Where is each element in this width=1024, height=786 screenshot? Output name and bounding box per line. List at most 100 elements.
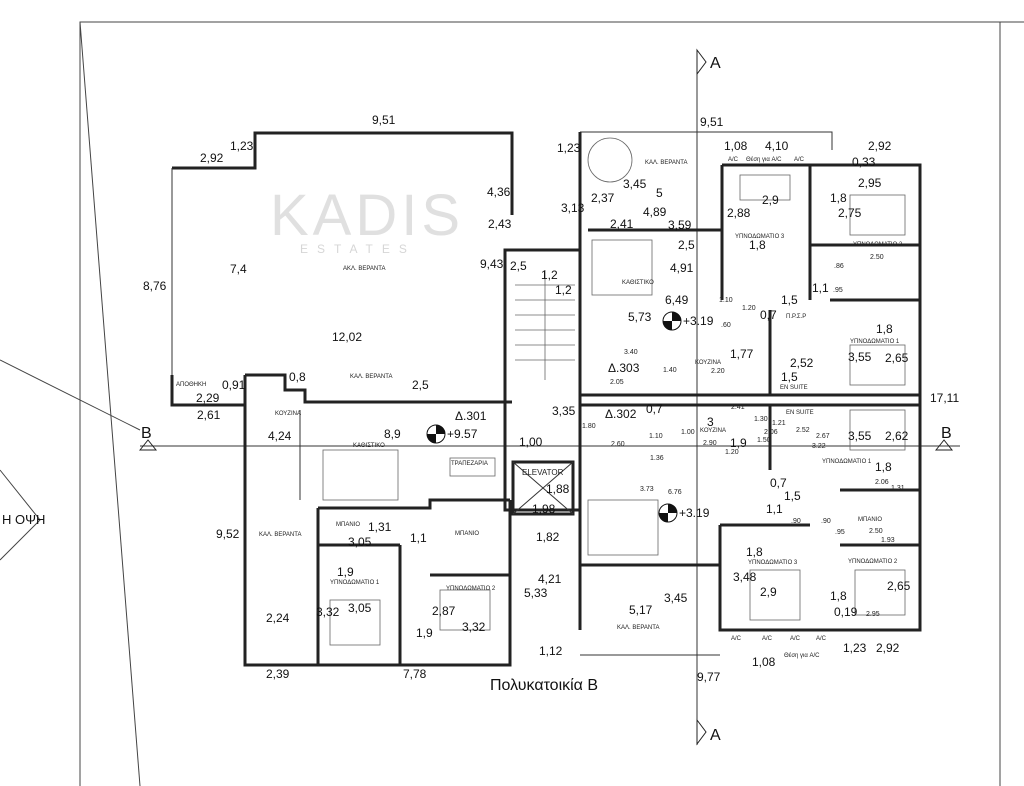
dimension-label: 1.20 (742, 305, 756, 312)
dimension-label: 2,24 (266, 611, 290, 625)
dimension-label: 0,7 (760, 308, 777, 322)
dimension-label: 2,61 (197, 408, 221, 422)
dimension-label: .86 (834, 263, 844, 270)
site-boundary (0, 21, 1024, 786)
dimension-label: 1,1 (410, 531, 427, 545)
room-label: ΑΚΛ. ΒΕΡΑΝΤΑ (343, 266, 385, 272)
dimension-label: 8,76 (143, 279, 167, 293)
level-marker-icon (658, 503, 678, 523)
ac-label: A/C (731, 636, 742, 642)
dimension-label: 1.36 (650, 455, 664, 462)
dimension-label: 1,1 (766, 502, 783, 516)
dimension-label: 3,45 (664, 591, 688, 605)
level-marker-icon (426, 424, 446, 444)
building-title: Πολυκατοικία Β (490, 677, 598, 694)
dimension-label: 2,52 (790, 356, 814, 370)
dimension-label: 2,75 (838, 206, 862, 220)
dimension-label: 6,49 (665, 293, 689, 307)
dimension-label: .95 (835, 529, 845, 536)
dimension-label: 1,88 (546, 482, 570, 496)
dimension-label: 1.80 (582, 423, 596, 430)
dimension-label: 3,48 (733, 570, 757, 584)
apartment-label: Δ.301 (455, 409, 487, 423)
dimension-label: 2.06 (764, 429, 778, 436)
dimension-label: 2,92 (200, 151, 224, 165)
dimension-label: 1,23 (557, 141, 581, 155)
ac-label: A/C (762, 636, 773, 642)
dimension-label: 3,05 (348, 535, 372, 549)
dimension-label: 1,2 (541, 268, 558, 282)
dimension-label: 3.73 (640, 486, 654, 493)
dimension-label: 1,8 (876, 322, 893, 336)
room-label: ΥΠΝΟΔΩΜΑΤΙΟ 2 (848, 559, 898, 565)
dimension-label: 5,33 (524, 586, 548, 600)
ac-note: Θέση για A/C (746, 156, 782, 163)
dimension-label: 2,5 (412, 378, 429, 392)
dimension-label: 5,73 (628, 310, 652, 324)
dimension-label: 0,19 (834, 605, 858, 619)
dimension-label: 1,98 (532, 502, 556, 516)
room-label: ΚΑΛ. ΒΕΡΑΝΤΑ (617, 625, 659, 631)
dimension-label: 2.52 (796, 427, 810, 434)
level: +3.19 (683, 314, 714, 328)
dimension-label: 2,62 (885, 429, 909, 443)
dimension-label: 1,23 (843, 641, 867, 655)
room-label: EN SUITE (780, 385, 808, 391)
dimension-label: 9,77 (697, 670, 721, 684)
dimension-label: 2,92 (876, 641, 900, 655)
dimension-label: 1.40 (663, 367, 677, 374)
room-label: ΥΠΝΟΔΩΜΑΤΙΟ 1 (822, 459, 872, 465)
section-b-right: B (941, 425, 952, 442)
dimension-label: 2,29 (196, 391, 220, 405)
dimension-label: 0,8 (289, 370, 306, 384)
dimension-label: 9,52 (216, 527, 240, 541)
dimension-label: 1.30 (754, 416, 768, 423)
dimension-label: 9,43 (480, 257, 504, 271)
ac-label: A/C (790, 636, 801, 642)
dimension-label: 2,95 (858, 176, 882, 190)
dimension-label: 12,02 (332, 330, 362, 344)
room-label: ΚΑΘΙΣΤΙΚΟ (353, 443, 385, 449)
dimension-label: 0,91 (222, 378, 246, 392)
dimension-label: 3,55 (848, 429, 872, 443)
dimension-label: 2,39 (266, 667, 290, 681)
dimension-label: 2.95 (866, 611, 880, 618)
dimension-label: 3 (707, 415, 714, 429)
room-label: ΥΠΝΟΔΩΜΑΤΙΟ 3 (735, 234, 785, 240)
dimension-label: 4,10 (765, 139, 789, 153)
dimension-label: 2.67 (816, 433, 830, 440)
dimension-label: 2.50 (870, 254, 884, 261)
apartment-label: Δ.302 (605, 407, 637, 421)
dimension-label: 1.31 (891, 485, 905, 492)
dimension-label: 2,43 (488, 217, 512, 231)
dimension-label: 3,13 (561, 201, 585, 215)
watermark-logo: KADIS (270, 183, 464, 248)
dimension-label: 0,7 (770, 476, 787, 490)
dimension-label: 1,00 (519, 435, 543, 449)
room-label: ΜΠΑΝΙΟ (455, 531, 479, 537)
dimension-label: 0,7 (646, 402, 663, 416)
dimension-label: 1,77 (730, 347, 754, 361)
dimension-label: 1.93 (881, 537, 895, 544)
dimension-label: 3,45 (623, 177, 647, 191)
dimension-label: 1.10 (649, 433, 663, 440)
dimension-label: 3,32 (316, 605, 340, 619)
ac-label: A/C (816, 636, 827, 642)
dimension-label: 9,51 (372, 113, 396, 127)
dimension-label: 1,2 (555, 283, 572, 297)
room-label: ΜΠΑΝΙΟ (858, 517, 882, 523)
room-labels: ΑΚΛ. ΒΕΡΑΝΤΑ ΚΑΛ. ΒΕΡΑΝΤΑ ΑΠΟΘΗΚΗ ΚΟΥΖΙΝ… (176, 156, 903, 659)
room-label: ΚΑΛ. ΒΕΡΑΝΤΑ (350, 374, 392, 380)
dimension-label: 1,5 (781, 293, 798, 307)
dimension-label: 2.60 (611, 441, 625, 448)
room-label: ΤΡΑΠΕΖΑΡΙΑ (451, 461, 488, 467)
dimension-label: 2,9 (760, 585, 777, 599)
dimension-label: 2.06 (875, 479, 889, 486)
dimension-label: 2,37 (591, 191, 615, 205)
room-label: ΚΟΥΖΙΝΑ (695, 360, 721, 366)
level: +9.57 (447, 427, 478, 441)
dimension-label: 2,65 (887, 579, 911, 593)
dimension-label: 2,41 (610, 217, 634, 231)
